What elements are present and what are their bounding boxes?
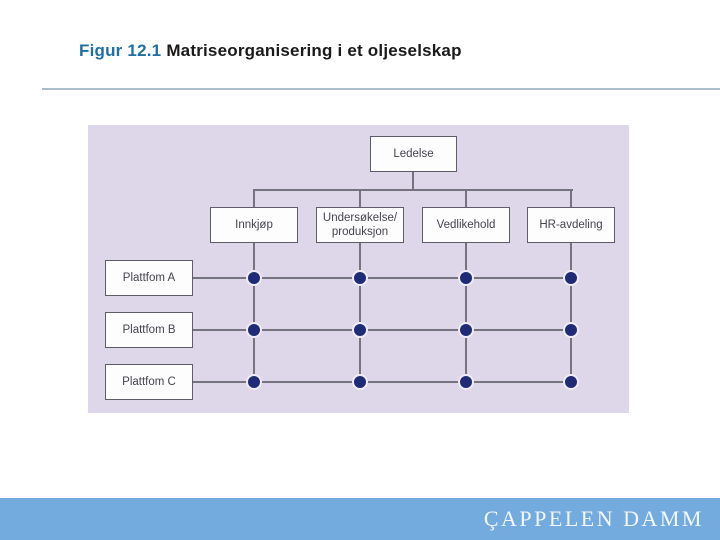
matrix-node-dot <box>246 374 262 390</box>
node-hr-avdeling: HR-avdeling <box>527 207 615 243</box>
connector-line <box>253 189 255 208</box>
connector-line <box>412 172 414 190</box>
connector-line <box>570 189 572 208</box>
matrix-node-dot <box>563 322 579 338</box>
node-innkjop: Innkjøp <box>210 207 298 243</box>
matrix-node-dot <box>352 322 368 338</box>
connector-line <box>253 189 573 191</box>
connector-line <box>570 243 572 383</box>
footer-bar: ÇAPPELEN DAMM <box>0 498 720 540</box>
matrix-node-dot <box>563 270 579 286</box>
connector-line <box>359 243 361 383</box>
connector-line <box>359 189 361 208</box>
matrix-node-dot <box>458 322 474 338</box>
matrix-node-dot <box>458 374 474 390</box>
matrix-node-dot <box>246 270 262 286</box>
matrix-node-dot <box>352 374 368 390</box>
matrix-diagram: Ledelse Innkjøp Undersøkelse/ produksjon… <box>88 125 629 413</box>
node-plattfom-c: Plattfom C <box>105 364 193 400</box>
figure-title-text: Matriseorganisering i et oljeselskap <box>166 41 462 60</box>
matrix-node-dot <box>246 322 262 338</box>
matrix-node-dot <box>352 270 368 286</box>
node-ledelse: Ledelse <box>370 136 457 172</box>
publisher-logo: ÇAPPELEN DAMM <box>483 506 704 531</box>
connector-line <box>465 189 467 208</box>
connector-line <box>465 243 467 383</box>
node-plattfom-b: Plattfom B <box>105 312 193 348</box>
node-vedlikehold: Vedlikehold <box>422 207 510 243</box>
figure-number-label: Figur 12.1 <box>79 41 162 60</box>
node-undersokelse-produksjon: Undersøkelse/ produksjon <box>316 207 404 243</box>
connector-line <box>193 277 572 279</box>
connector-line <box>193 329 572 331</box>
matrix-node-dot <box>563 374 579 390</box>
node-plattfom-a: Plattfom A <box>105 260 193 296</box>
connector-line <box>253 243 255 383</box>
title-separator-line <box>42 88 720 90</box>
connector-line <box>193 381 572 383</box>
matrix-node-dot <box>458 270 474 286</box>
